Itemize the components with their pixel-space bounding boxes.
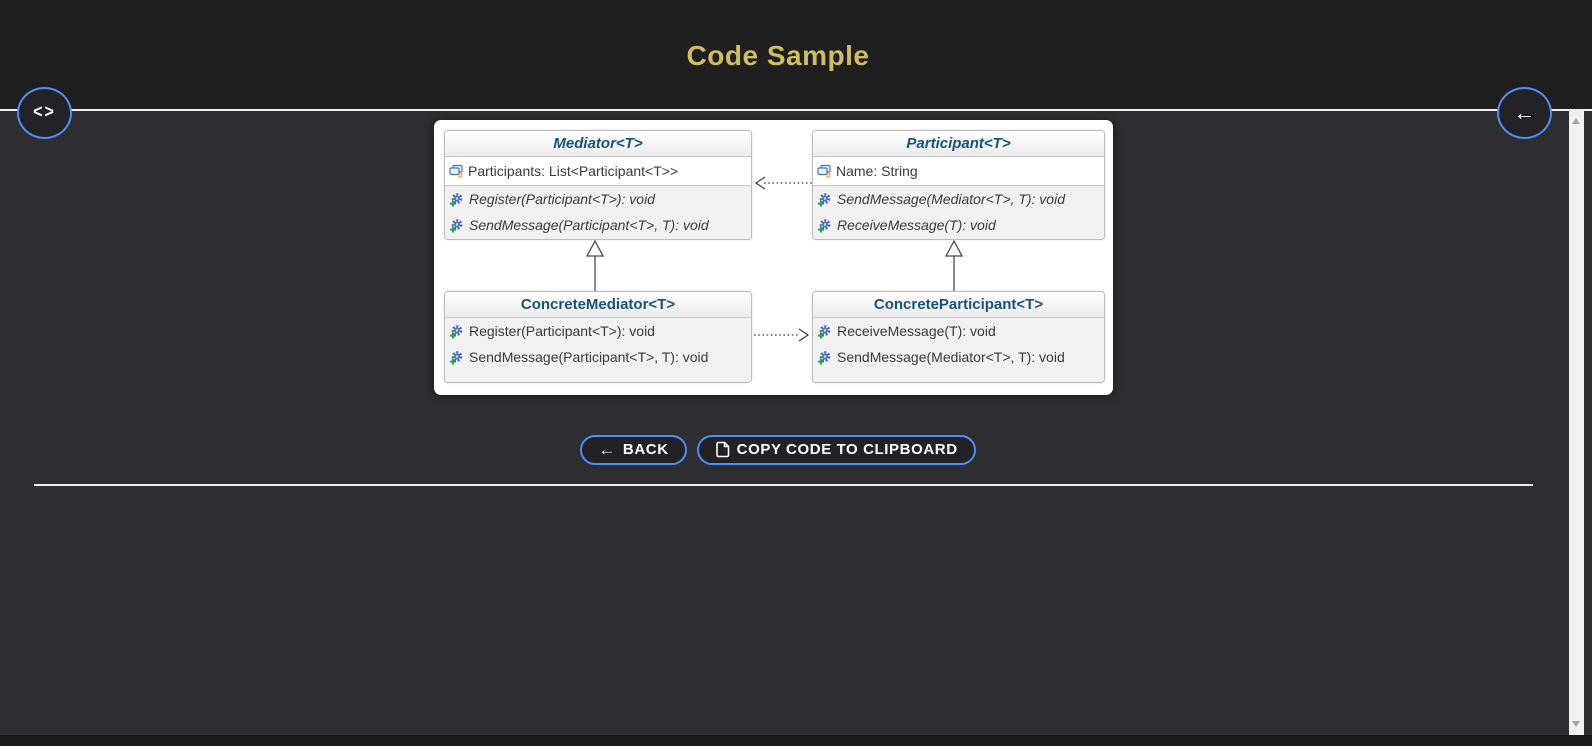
back-button-label: BACK: [622, 441, 669, 458]
method-icon: [817, 350, 831, 365]
bottom-edge: [0, 735, 1592, 746]
back-circle-button[interactable]: ←: [1497, 87, 1552, 139]
field-icon: [817, 164, 832, 179]
class-method: Register(Participant<T>): void: [445, 186, 751, 212]
scrollbar-down-arrow-icon[interactable]: [1572, 721, 1580, 727]
vertical-scrollbar[interactable]: [1569, 110, 1584, 735]
back-arrow-icon: ←: [1513, 100, 1536, 125]
method-icon: [817, 218, 831, 233]
method-icon: [449, 192, 463, 207]
back-button[interactable]: ← BACK: [580, 434, 687, 465]
class-field: Name: String: [813, 157, 1104, 185]
dependency-arrow-top: [754, 176, 812, 190]
scrollbar-up-arrow-icon[interactable]: [1572, 118, 1580, 124]
class-box-mediator[interactable]: Mediator<T> Participants: List<Participa…: [444, 130, 752, 240]
class-method: ReceiveMessage(T): void: [813, 212, 1104, 238]
dependency-arrow-bottom: [754, 328, 810, 342]
class-box-concrete-participant[interactable]: ConcreteParticipant<T> ReceiveMessage(T)…: [812, 291, 1105, 383]
class-field: Participants: List<Participant<T>>: [445, 157, 751, 185]
class-box-participant[interactable]: Participant<T> Name: String SendMessage(…: [812, 130, 1105, 240]
class-method: SendMessage(Participant<T>, T): void: [445, 344, 751, 370]
view-code-button[interactable]: <>: [17, 87, 72, 139]
class-method: ReceiveMessage(T): void: [813, 318, 1104, 344]
uml-diagram-canvas: Mediator<T> Participants: List<Participa…: [434, 120, 1113, 395]
class-title: ConcreteMediator<T>: [445, 292, 751, 318]
header: Code Sample: [0, 0, 1592, 111]
action-bar: ← BACK COPY CODE TO CLIPBOARD: [0, 434, 1556, 465]
copy-button-label: COPY CODE TO CLIPBOARD: [736, 441, 958, 458]
class-box-concrete-mediator[interactable]: ConcreteMediator<T> Register(Participant…: [444, 291, 752, 383]
class-method: SendMessage(Mediator<T>, T): void: [813, 186, 1104, 212]
method-icon: [817, 324, 831, 339]
code-icon: <>: [33, 102, 56, 123]
class-title: Mediator<T>: [445, 131, 751, 157]
method-icon: [449, 218, 463, 233]
inheritance-arrow-mediator: [585, 239, 605, 291]
inheritance-arrow-participant: [944, 239, 964, 291]
class-method: SendMessage(Mediator<T>, T): void: [813, 344, 1104, 370]
field-icon: [449, 164, 464, 179]
class-method: SendMessage(Participant<T>, T): void: [445, 212, 751, 238]
method-icon: [449, 324, 463, 339]
class-method: Register(Participant<T>): void: [445, 318, 751, 344]
copy-document-icon: [715, 441, 729, 458]
section-divider: [34, 484, 1533, 486]
copy-code-button[interactable]: COPY CODE TO CLIPBOARD: [696, 434, 976, 465]
class-title: Participant<T>: [813, 131, 1104, 157]
back-arrow-icon: ←: [598, 439, 616, 459]
method-icon: [449, 350, 463, 365]
page-title: Code Sample: [686, 39, 870, 71]
method-icon: [817, 192, 831, 207]
class-title: ConcreteParticipant<T>: [813, 292, 1104, 318]
